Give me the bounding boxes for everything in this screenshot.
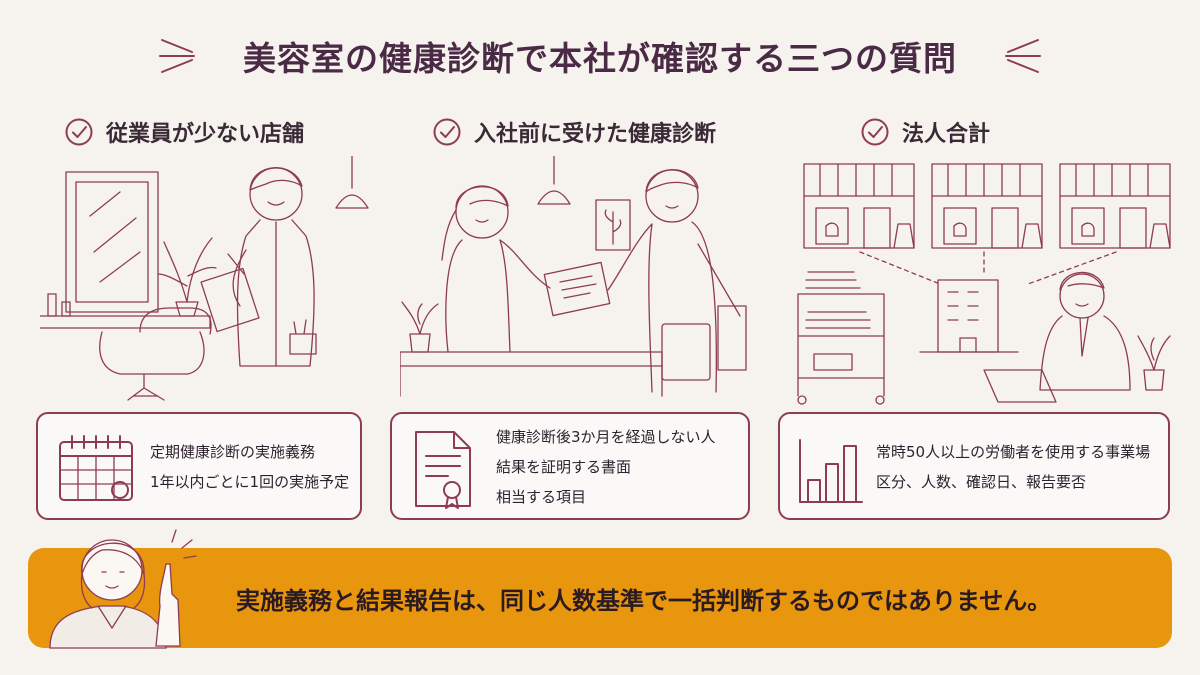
check-circle-icon [65,118,93,146]
card-line: 常時50人以上の労働者を使用する事業場 [876,442,1151,461]
check-circle-icon [861,118,889,146]
check-circle-icon [433,118,461,146]
title-deco-right-icon [1005,39,1041,73]
card-small-store: 定期健康診断の実施義務 1年以内ごとに1回の実施予定 [36,412,362,520]
card-corporate-total: 常時50人以上の労働者を使用する事業場 区分、人数、確認日、報告要否 [778,412,1170,520]
presenter-pointing-icon [49,529,197,649]
card-lines: 健康診断後3か月を経過しない人 結果を証明する書面 相当する項目 [496,414,716,518]
page-title: 美容室の健康診断で本社が確認する三つの質問 [243,39,957,78]
document-handover-illustration [400,156,747,397]
card-line: 結果を証明する書面 [496,457,632,476]
card-pre-hire-checkup: 健康診断後3か月を経過しない人 結果を証明する書面 相当する項目 [390,412,750,520]
column-heading-text: 従業員が少ない店舗 [106,122,305,147]
certificate-document-icon [415,431,471,509]
card-lines: 常時50人以上の労働者を使用する事業場 区分、人数、確認日、報告要否 [876,414,1150,518]
card-line: 健康診断後3か月を経過しない人 [496,427,716,446]
column-heading-small-store: 従業員が少ない店舗 [64,112,304,152]
card-line: 区分、人数、確認日、報告要否 [876,472,1087,491]
column-heading-text: 入社前に受けた健康診断 [474,122,717,147]
calendar-icon [59,435,133,501]
card-lines: 定期健康診断の実施義務 1年以内ごとに1回の実施予定 [150,414,349,518]
card-line: 相当する項目 [496,487,587,506]
column-heading-corporate-total: 法人合計 [860,112,990,152]
title-deco-left-icon [159,39,195,73]
column-heading-text: 法人合計 [902,122,991,147]
column-heading-pre-hire-checkup: 入社前に受けた健康診断 [432,112,716,152]
card-line: 1年以内ごとに1回の実施予定 [150,472,350,491]
card-line: 定期健康診断の実施義務 [150,442,316,461]
bar-chart-icon [799,439,863,503]
banner-text: 実施義務と結果報告は、同じ人数基準で一括判断するものではありません。 [236,586,1052,615]
title-area: 美容室の健康診断で本社が確認する三つの質問 [0,28,1200,84]
summary-banner: 実施義務と結果報告は、同じ人数基準で一括判断するものではありません。 [28,548,1172,648]
stores-and-headquarters-illustration [797,163,1171,405]
salon-stylist-illustration [40,156,369,401]
